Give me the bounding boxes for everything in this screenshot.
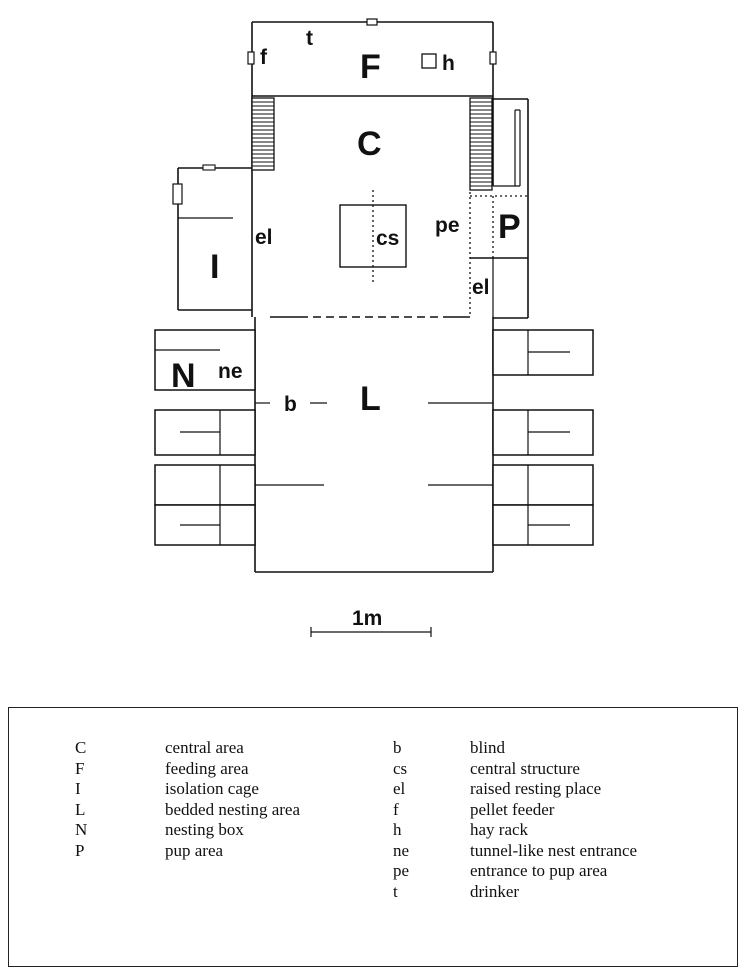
feeding-area [247,18,497,96]
label-cs: cs [376,227,399,250]
central-area [251,95,494,318]
label-C: C [357,125,382,163]
scale-bar: 1m [310,607,432,637]
hay-rack-icon [421,53,437,69]
isolation-cage [172,164,252,311]
pellet-feeder-right-icon [489,51,497,65]
right-description: drinker [470,881,520,901]
right-code: el [393,779,406,798]
right-description: pellet feeder [470,799,555,819]
pup-area [470,98,529,319]
nesting-boxes-left [154,329,256,546]
left-code: F [75,758,85,778]
right-description: entrance to pup area [470,861,608,880]
label-f: f [260,46,268,69]
label-h: h [442,52,455,75]
right-description: hay rack [470,820,529,839]
floor-plan: t f F h C cs el I pe P el N ne b L 1m [154,18,594,637]
isolation-drinker-icon [202,164,216,171]
left-description: bedded nesting area [165,799,300,819]
label-P: P [498,208,521,246]
label-ne: ne [218,360,243,383]
label-N: N [171,357,196,395]
label-I: I [210,248,219,286]
left-description: nesting box [165,820,244,839]
label-pe: pe [435,214,460,237]
left-code: I [75,779,81,798]
right-description: central structure [470,758,580,778]
raised-resting-shelf-right [469,97,493,191]
left-description: pup area [165,840,224,860]
pellet-feeder-icon [247,51,255,65]
left-description: isolation cage [165,779,259,798]
right-code: pe [393,861,410,880]
right-code: h [393,820,402,839]
right-code: b [393,738,402,757]
scale-label: 1m [352,607,382,630]
right-description: blind [470,738,505,757]
nesting-boxes-right [492,329,594,546]
label-t: t [306,27,313,50]
left-code: P [75,840,85,860]
right-code: ne [393,840,410,860]
right-description: tunnel-like nest entrance [470,840,638,860]
label-b: b [284,393,297,416]
right-code: t [393,881,398,901]
isolation-feeder-icon [172,183,183,205]
left-code: C [75,738,87,757]
label-el-right: el [472,276,490,299]
label-F: F [360,48,381,86]
right-code: f [393,799,399,819]
left-description: feeding area [165,758,249,778]
drinker-icon [366,18,378,26]
label-L: L [360,380,381,418]
right-code: cs [393,758,408,778]
label-el-left: el [255,226,273,249]
right-description: raised resting place [470,779,602,798]
left-code: L [75,799,86,819]
bedded-nesting-area [254,317,494,573]
left-description: central area [165,738,244,757]
left-code: N [75,820,88,839]
